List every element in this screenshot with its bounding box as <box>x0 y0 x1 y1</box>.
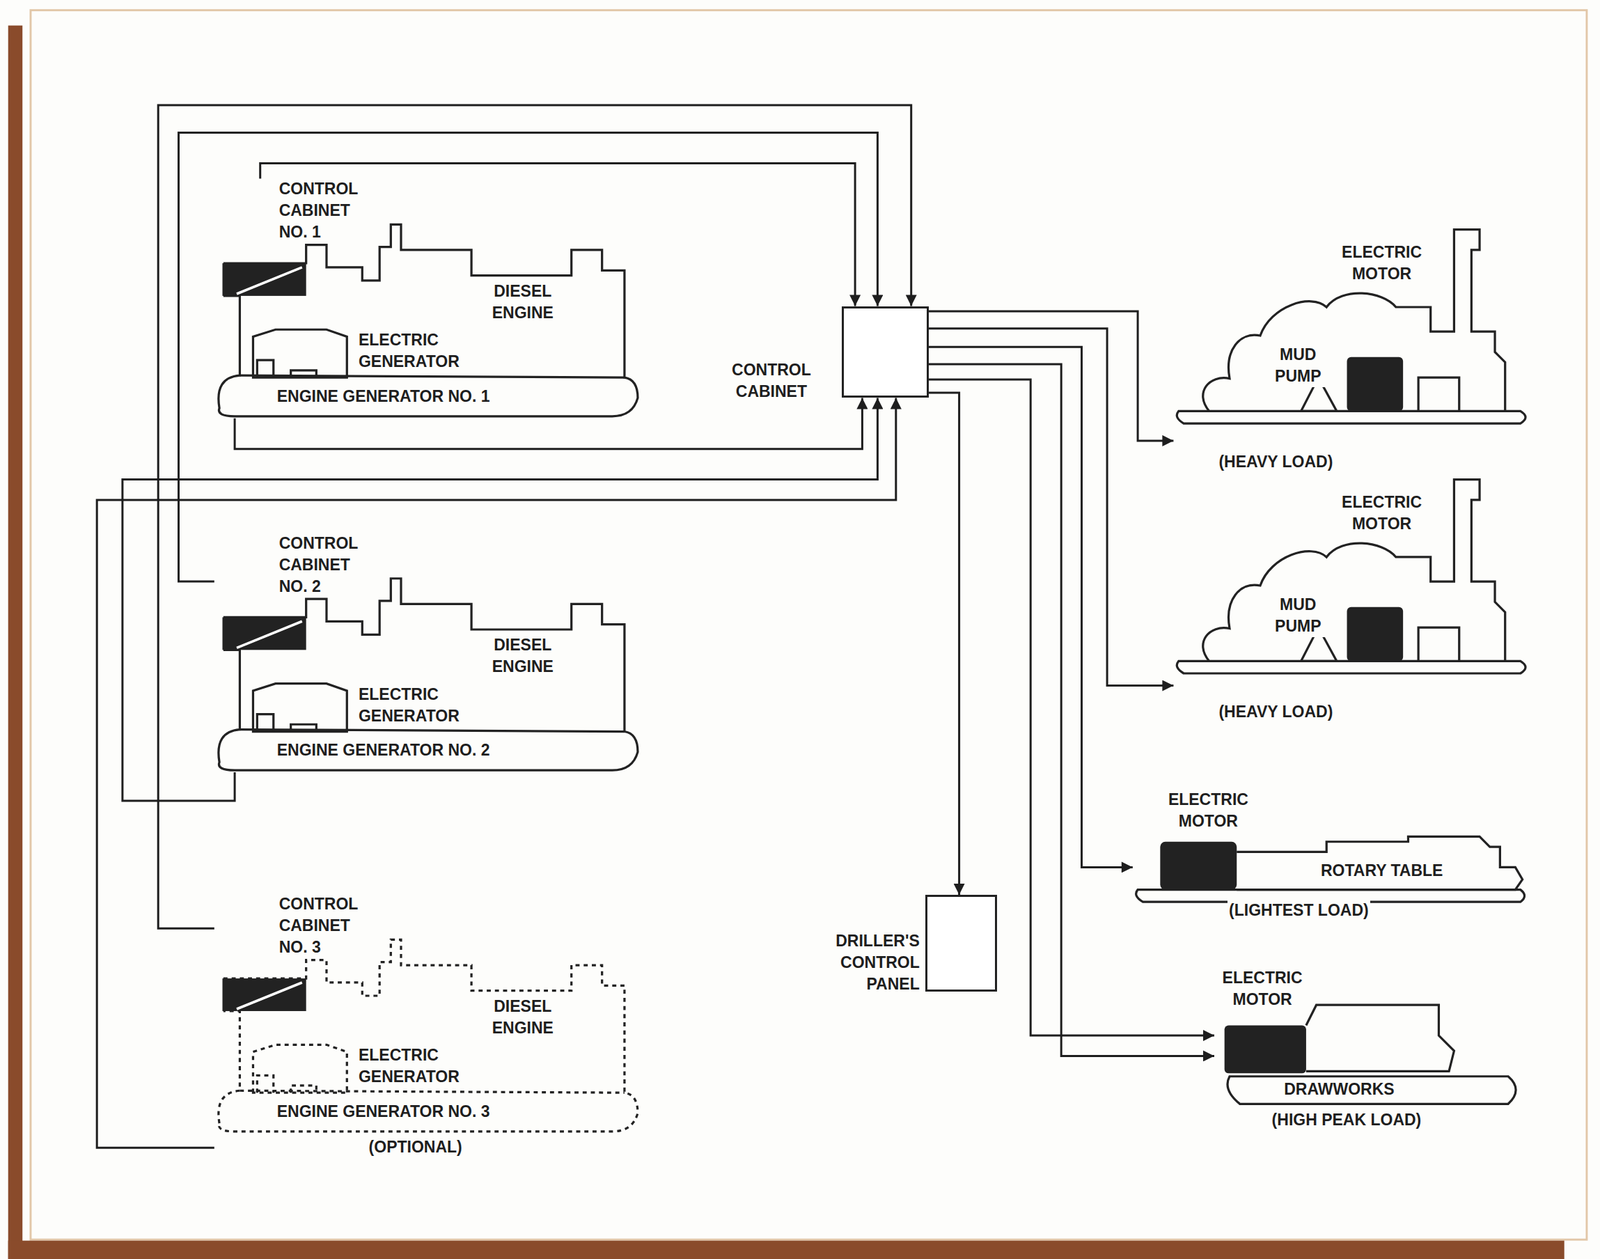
motor-symbol <box>1347 357 1404 412</box>
control-cabinet-box: CONTROL CABINET <box>841 306 929 399</box>
frame-bar <box>8 25 23 1259</box>
engine-generator: CONTROL CABINET NO. 2 DIESEL ENGINE ELECTR… <box>214 532 638 773</box>
cabinet-symbol <box>222 616 306 650</box>
pump-label: MUD PUMP <box>1265 593 1331 638</box>
motor-symbol <box>1347 607 1404 662</box>
drawing-stroke <box>222 263 1403 1073</box>
pump-label: MUD PUMP <box>1265 343 1331 388</box>
motor-symbol <box>1224 1024 1307 1073</box>
cabinet-label: CONTROL CABINET NO. 3 <box>277 893 372 959</box>
panel-label: DRILLER'S CONTROL PANEL <box>793 930 922 995</box>
load-note: (LIGHTEST LOAD) <box>1227 899 1371 922</box>
cabinet-symbol <box>222 978 306 1011</box>
power-line <box>928 392 960 895</box>
power-line <box>928 328 1174 686</box>
power-line <box>158 105 912 929</box>
drawworks: ELECTRIC MOTOR DRAWWORKS (HIGH PEAK LOAD) <box>1214 964 1526 1134</box>
load-note: (HIGH PEAK LOAD) <box>1270 1109 1424 1131</box>
drawing-stroke <box>218 224 1526 1132</box>
engine-label: DIESEL ENGINE <box>479 634 567 678</box>
generator-label: ELECTRIC GENERATOR <box>357 683 500 727</box>
engine-generator-drawing <box>218 224 638 416</box>
motor-label: ELECTRIC MOTOR <box>1331 241 1433 285</box>
frame-bar <box>8 1240 1565 1259</box>
rotary-table: ELECTRIC MOTOR ROTARY TABLE (LIGHTEST LOAD… <box>1132 785 1526 924</box>
motor-label: ELECTRIC MOTOR <box>1157 788 1259 833</box>
engine-label: DIESEL ENGINE <box>479 995 567 1039</box>
frame-border <box>30 10 1587 1241</box>
engine-generator-drawing <box>218 578 638 771</box>
motor-label: ELECTRIC MOTOR <box>1212 967 1313 1011</box>
power-line <box>178 132 878 583</box>
power-line <box>928 311 1174 441</box>
mud-pump: ELECTRIC MOTOR MUD PUMP (HEAVY LOAD) <box>1173 479 1531 726</box>
cabinet-symbol <box>222 263 306 296</box>
cabinet-label: CONTROL CABINET NO. 2 <box>277 532 372 598</box>
mud-pump-drawing <box>1176 229 1526 424</box>
engine-generator-drawing <box>218 939 638 1131</box>
generator-label: ELECTRIC GENERATOR <box>357 329 500 373</box>
drawworks-label: DRAWWORKS <box>1282 1078 1396 1101</box>
cabinet-label: CONTROL CABINET <box>714 359 829 403</box>
drawworks-drawing <box>1306 1004 1455 1071</box>
drawworks-base <box>1227 1076 1516 1105</box>
mud-pump-drawing <box>1176 479 1526 674</box>
cabinet-label: CONTROL CABINET NO. 1 <box>277 178 372 243</box>
table-label: ROTARY TABLE <box>1319 859 1445 882</box>
unit-title: ENGINE GENERATOR NO. 1 <box>275 385 492 408</box>
power-line <box>96 397 897 1148</box>
drillers-panel-box: DRILLER'S CONTROL PANEL <box>925 894 998 992</box>
motor-label: ELECTRIC MOTOR <box>1331 491 1433 535</box>
load-note: (HEAVY LOAD) <box>1217 451 1335 473</box>
engine-label: DIESEL ENGINE <box>479 280 567 324</box>
mud-pump: ELECTRIC MOTOR MUD PUMP (HEAVY LOAD) <box>1173 229 1531 476</box>
load-note: (HEAVY LOAD) <box>1217 701 1335 723</box>
optional-note: (OPTIONAL) <box>367 1136 464 1158</box>
motor-symbol <box>1159 841 1237 890</box>
unit-title: ENGINE GENERATOR NO. 2 <box>275 739 492 762</box>
power-line <box>122 397 878 801</box>
rotary-table-drawing <box>1236 836 1523 890</box>
generator-label: ELECTRIC GENERATOR <box>357 1044 500 1088</box>
engine-generator: CONTROL CABINET NO. 3 DIESEL ENGINE ELECTR… <box>214 893 638 1164</box>
engine-generator: CONTROL CABINET NO. 1 DIESEL ENGINE ELECTR… <box>214 178 638 418</box>
unit-title: ENGINE GENERATOR NO. 3 <box>275 1100 492 1123</box>
